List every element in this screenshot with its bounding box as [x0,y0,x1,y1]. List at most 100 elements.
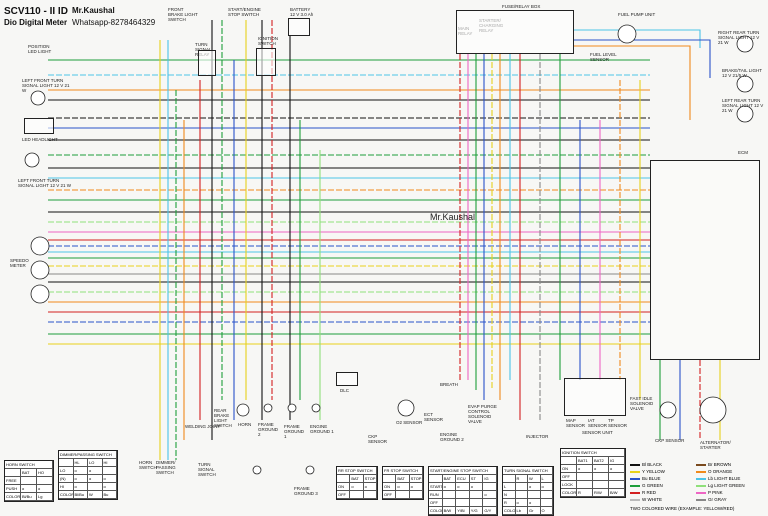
sensor-unit-box [564,378,626,416]
table-cell: HI [103,459,117,466]
legend-item: W WHITE [630,497,662,502]
table-cell: o [396,483,410,490]
table-cell: IG [483,475,497,482]
speedometer-label: SPEEDO METER [10,258,29,268]
ground-symbol [263,403,273,413]
table-row: COLORLbGrO [503,507,553,515]
table-cell [577,473,593,480]
table-cell: o [350,483,364,490]
legend-text: G GREEN [642,483,663,488]
position-light-label: POSITION LED LIGHT [28,44,52,54]
legend-swatch [630,470,640,473]
speedometer-symbol [30,284,50,304]
legend-item: Y YELLOW [630,469,665,474]
table-cell: Bl/Bu [74,491,88,498]
legend-swatch [630,463,640,466]
table-cell [410,491,423,498]
horn-symbol [236,403,250,417]
ground-symbol [305,465,315,475]
sensor-unit-label: SENSOR UNIT [582,430,613,435]
table-cell: o [541,483,553,490]
table-cell [470,491,484,498]
table-cell: o [74,467,88,474]
table-cell: o [37,485,53,492]
table-cell: Bu [103,491,117,498]
table-cell [59,459,74,466]
frame-ground1-label: FRAME GROUND 1 [284,424,304,439]
legend-swatch [630,477,640,480]
table-cell [21,477,37,484]
table-cell: o [528,499,541,506]
speedometer-symbol [30,236,50,256]
engine-ground-label: ENGINE GROUND 1 [310,424,334,434]
table-cell: OFF [383,491,397,498]
right-rear-turn-label: RIGHT REAR TURN SIGNAL LIGHT 12 V 21 W [718,30,760,45]
legend-item: Br BROWN [696,462,731,467]
table-cell: Lb [516,507,528,514]
table-cell: o [410,483,423,490]
engine-ground2-label: ENGINE GROUND 2 [440,432,464,442]
table-cell [350,491,364,498]
legend-swatch [630,484,640,487]
table-cell [561,457,577,464]
table-cell: ON [337,483,351,490]
turn-signal-lamp-symbol [24,152,40,168]
led-headlight-label: LED HEADLIGHT [22,137,58,142]
legend-swatch [630,491,640,494]
table-cell: OFF [337,491,351,498]
table-cell: o [483,491,497,498]
table-cell: L [541,475,553,482]
horn-switch-label: HORN SWITCH [139,460,157,470]
legend-text: Bu BLUE [642,476,661,481]
table-cell [456,491,470,498]
o2-sensor-label: O2 SENSOR [396,420,423,425]
alternator-symbol [699,396,727,424]
ground-symbol [287,403,297,413]
table-cell: o [74,483,88,490]
table-cell [429,475,443,482]
speedometer-symbol [30,260,50,280]
table-cell [577,481,593,488]
purge-valve-label: EVAP PURGE CONTROL SOLENOID VALVE [468,404,497,424]
table-cell: B/W [609,489,625,496]
table-cell [528,491,541,498]
table-cell: BAT [396,475,410,482]
table-cell [516,483,528,490]
start-stop-rows: BATECUSTIGSTARToooRUNoOFFCOLORB/WY/BlY/G… [429,475,497,515]
table-cell: BAT1 [577,457,593,464]
wire [574,45,691,120]
battery-box [288,18,310,36]
table-cell: COLOR [504,507,516,514]
front-brake-label: FRONT BRAKE LIGHT SWITCH [168,7,198,22]
table-cell: o [103,475,117,482]
table-cell: PUSH [5,485,21,492]
legend-item: Lg LIGHT GREEN [696,483,745,488]
legend-text: Br BROWN [708,462,731,467]
table-cell [483,499,497,506]
ckp-sensor-symbol [659,401,677,419]
rear-turn-lamp-symbol [736,35,754,53]
table-cell: O [541,507,553,514]
table-cell [88,483,103,490]
table-cell: o [456,483,470,490]
legend-swatch [696,463,706,466]
legend-swatch [696,491,706,494]
legend-text: O ORANGE [708,469,733,474]
legend-text: Bl BLACK [642,462,663,467]
table-cell: HO [37,469,53,476]
